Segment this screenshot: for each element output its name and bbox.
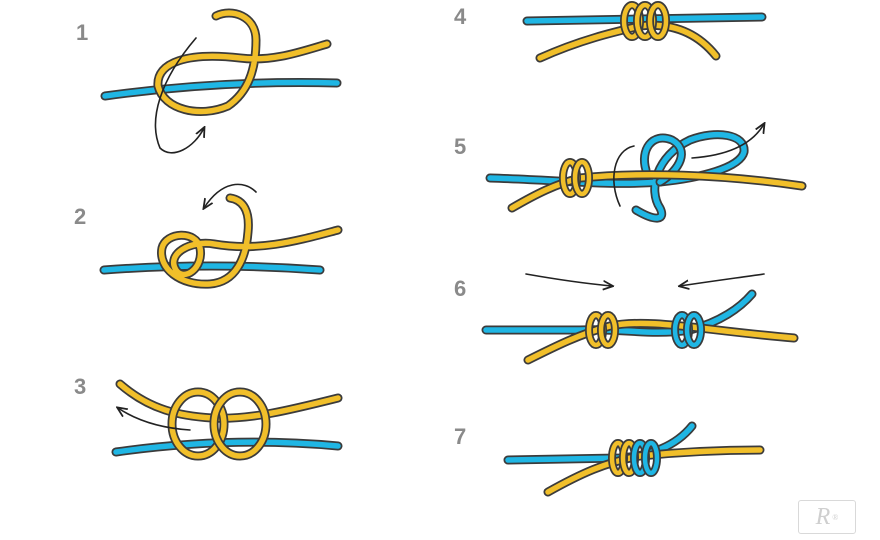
logo-letter: R [815,503,831,530]
step-number-3: 3 [74,374,87,399]
arrow [118,408,191,431]
step-1-illustration [100,8,342,154]
step-number-5: 5 [454,134,467,159]
step-6-illustration [481,273,799,365]
arrow [154,37,205,154]
arrow [613,145,635,207]
yellow-line [115,379,343,423]
step-number-6: 6 [454,276,467,301]
step-number-7: 7 [454,424,467,449]
arrow [680,273,765,286]
arrow [691,124,764,159]
step-3-illustration [111,379,343,461]
arrow [525,273,612,286]
registered-mark: ® [832,512,839,522]
step-4-illustration [522,1,767,63]
step-number-4: 4 [454,4,467,29]
step-2-illustration [99,183,343,289]
arrow [204,183,257,208]
step-number-1: 1 [76,20,89,45]
step-7-illustration [503,421,765,497]
brand-logo: R® [798,500,856,534]
step-number-2: 2 [74,204,87,229]
step-5-illustration [485,124,807,223]
